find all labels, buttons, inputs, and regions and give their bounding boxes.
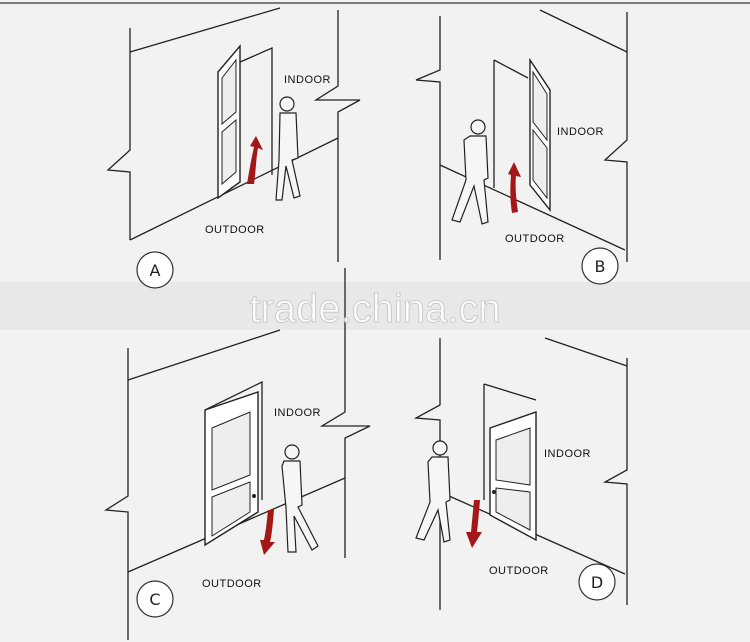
panel-b: INDOOR OUTDOOR B xyxy=(415,9,628,285)
panel-letter: C xyxy=(149,590,160,609)
wall-left xyxy=(104,348,129,640)
door-glass-bottom xyxy=(221,118,237,186)
door-glass-bottom xyxy=(495,487,531,531)
outdoor-label: OUTDOOR xyxy=(205,224,265,236)
door-glass-bottom xyxy=(532,128,548,200)
door-frame xyxy=(483,383,537,500)
wall-top xyxy=(539,9,628,53)
door-glass-top xyxy=(221,58,237,126)
door-handle xyxy=(252,494,256,498)
wall-right xyxy=(602,358,628,605)
outdoor-label: OUTDOOR xyxy=(489,565,549,577)
watermark-text: trade.china.cn xyxy=(249,287,500,331)
floor-line xyxy=(129,137,339,241)
wall-right xyxy=(319,268,371,558)
wall-top xyxy=(127,329,281,381)
wall-top xyxy=(544,337,628,367)
door-glass-top xyxy=(495,427,531,486)
swing-arrow xyxy=(508,162,521,213)
panel-letter: B xyxy=(595,257,606,276)
door-handle xyxy=(492,490,496,494)
indoor-label: INDOOR xyxy=(284,74,331,86)
wall-top xyxy=(129,7,281,53)
indoor-label: INDOOR xyxy=(557,126,604,138)
swing-arrow xyxy=(260,510,275,555)
panel-a: INDOOR OUTDOOR A xyxy=(106,7,361,289)
watermark-band xyxy=(0,282,750,330)
door-glass-bottom xyxy=(211,481,251,537)
panel-badge xyxy=(136,580,174,618)
swing-arrow xyxy=(247,136,263,184)
outdoor-label: OUTDOOR xyxy=(505,233,565,245)
door-frame xyxy=(204,380,263,500)
person-figure xyxy=(451,119,489,225)
panel-badge xyxy=(578,563,616,601)
panel-letter: A xyxy=(150,261,161,280)
outdoor-label: OUTDOOR xyxy=(202,578,262,590)
wall-right xyxy=(313,10,361,262)
swing-arrow xyxy=(466,500,482,548)
panel-badge xyxy=(581,247,619,285)
door-glass-top xyxy=(211,411,251,491)
door-glass-top xyxy=(532,70,548,142)
person-figure xyxy=(275,96,301,201)
panel-d: INDOOR OUTDOOR D xyxy=(413,337,628,610)
person-figure xyxy=(415,440,451,543)
indoor-label: INDOOR xyxy=(274,407,321,419)
person-figure xyxy=(281,444,319,553)
panel-letter: D xyxy=(591,573,603,592)
door-frame xyxy=(493,59,529,188)
wall-left xyxy=(415,16,441,260)
wall-left xyxy=(106,28,131,240)
wall-right xyxy=(603,12,628,262)
indoor-label: INDOOR xyxy=(544,448,591,460)
panel-badge xyxy=(136,251,174,289)
panel-c: INDOOR OUTDOOR C xyxy=(104,268,371,640)
